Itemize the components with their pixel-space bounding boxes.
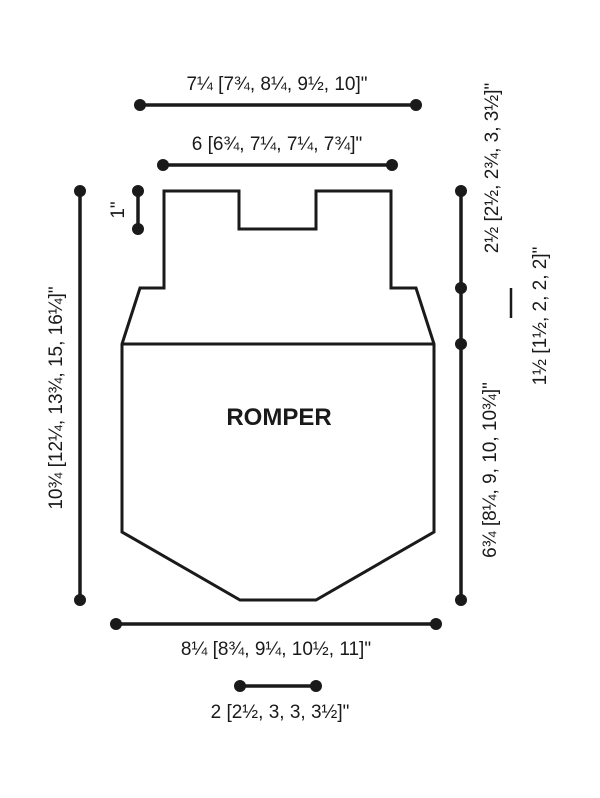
neck-width-label: 6 [6¾, 7¼, 7¼, 7¾]" (192, 134, 362, 155)
body-height-label: 6¾ [8¼, 9, 10, 10¾]" (480, 382, 501, 558)
romper-outline (120, 189, 436, 602)
top-width-label: 7¼ [7¾, 8¼, 9½, 10]" (186, 74, 367, 95)
yoke-height-label: 1½ [1½, 2, 2, 2]" (530, 247, 551, 386)
romper-title: ROMPER (226, 404, 331, 431)
right-height-dimension: 2½ [2½, 2¾, 3, 3½]" 1½ [1½, 2, 2, 2]" 6¾… (455, 83, 551, 606)
total-length-dimension: 10¾ [12¼, 13¾, 15, 16¼]" (46, 185, 86, 606)
hip-width-dimension: 8¼ [8¾, 9¼, 10½, 11]" (110, 618, 442, 660)
crotch-width-dimension: 2 [2½, 3, 3, 3½]" (211, 680, 350, 723)
total-length-label: 10¾ [12¼, 13¾, 15, 16¼]" (46, 286, 67, 509)
neck-width-dimension: 6 [6¾, 7¼, 7¼, 7¾]" (157, 134, 398, 171)
top-width-dimension: 7¼ [7¾, 8¼, 9½, 10]" (134, 74, 422, 111)
neck-depth-dimension: 1" (108, 185, 144, 235)
crotch-width-label: 2 [2½, 3, 3, 3½]" (211, 702, 350, 723)
hip-width-label: 8¼ [8¾, 9¼, 10½, 11]" (181, 639, 371, 660)
strap-height-label: 2½ [2½, 2¾, 3, 3½]" (482, 83, 503, 253)
neck-depth-label: 1" (108, 201, 129, 218)
